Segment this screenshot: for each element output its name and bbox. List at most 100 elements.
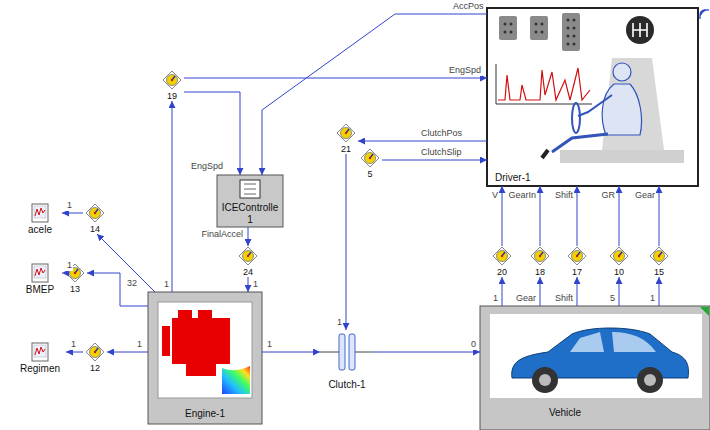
port-label: FinalAccel (200, 230, 244, 240)
sensor-gauge: 15 (647, 246, 671, 277)
port-label: 0 (470, 340, 477, 350)
port-label: 1 (70, 340, 77, 350)
signal-wire (374, 352, 480, 353)
callout-number: 20 (497, 267, 507, 277)
vehicle-block: Vehicle (480, 306, 710, 430)
port-label: 32 (126, 279, 138, 289)
signal-wire (262, 352, 320, 353)
vehicle-illustration (480, 306, 710, 430)
clutch-symbol (320, 334, 374, 370)
driver-illustration (487, 8, 709, 186)
port-label: Gear (515, 294, 537, 304)
signal-wire (262, 14, 487, 175)
signal-wire (172, 101, 173, 292)
callout-number: 21 (341, 144, 351, 154)
sensor-gauge: 10 (607, 246, 631, 277)
port-label: 1 (66, 261, 73, 271)
sensor-gauge: 19 (160, 70, 184, 101)
signal-wire (358, 141, 487, 142)
signal-wire (659, 277, 660, 306)
node-label: 1 (247, 214, 253, 226)
port-label: ClutchSlip (420, 148, 463, 158)
signal-wire (540, 186, 541, 246)
port-label: ClutchPos (420, 129, 463, 139)
port-label: 1 (252, 280, 259, 290)
callout-number: 13 (70, 284, 80, 294)
clutch-block: Clutch-1 (320, 330, 374, 390)
node-label: Clutch-1 (328, 379, 365, 391)
node-label: Engine-1 (185, 408, 225, 420)
signal-wire (62, 213, 83, 214)
signal-wire (577, 277, 578, 306)
sensor-gauge: 17 (565, 246, 589, 277)
signal-wire (66, 352, 83, 353)
signal-wire (184, 92, 240, 175)
callout-number: 14 (90, 224, 100, 234)
port-label: GR (601, 191, 617, 201)
monitor-plot: acele (18, 203, 62, 235)
port-label: Shift (554, 191, 574, 201)
callout-number: 18 (535, 267, 545, 277)
node-label: BMEP (26, 284, 54, 296)
sensor-gauge: 12 (83, 342, 107, 373)
port-label: 1 (492, 294, 499, 304)
port-label: GearIn (507, 191, 537, 201)
port-label: EngSpd (448, 66, 482, 76)
sensor-gauge: 5 (358, 148, 382, 179)
port-label: AccPos (452, 2, 485, 12)
sensor-gauge: 14 (83, 203, 107, 234)
node-label: ICEControlle (222, 202, 279, 214)
node-label: acele (28, 224, 52, 236)
callout-number: 24 (243, 267, 253, 277)
port-label: 5 (609, 294, 616, 304)
signal-wire (502, 186, 503, 246)
signal-wire (346, 154, 347, 330)
node-label: Driver-1 (495, 172, 531, 184)
signal-wire (619, 186, 620, 246)
sensor-gauge: 20 (490, 246, 514, 277)
signal-wire (248, 227, 249, 246)
sensor-gauge: 24 (236, 246, 260, 277)
driver-block: Driver-1 (487, 8, 698, 186)
sensor-gauge: 21 (334, 123, 358, 154)
monitor-plot: BMEP (18, 263, 62, 295)
engine-block: Engine-1 (148, 292, 262, 424)
signal-wire (619, 277, 620, 306)
signal-wire (184, 78, 487, 79)
port-label: 1 (336, 318, 343, 328)
signal-wire (62, 273, 63, 274)
port-label: EngSpd (190, 162, 224, 172)
monitor-plot: Regimen (14, 342, 66, 374)
signal-wire (248, 277, 249, 292)
node-label: Regimen (20, 363, 60, 375)
signal-wire (502, 277, 503, 306)
controller-block: ICEControlle1 (217, 175, 283, 227)
sensor-icons (66, 71, 668, 361)
port-label: 1 (66, 201, 73, 211)
node-label: Vehicle (549, 407, 581, 419)
engine-illustration (148, 292, 262, 424)
signal-wire (107, 352, 148, 353)
signal-wire (97, 234, 155, 292)
signal-wire (659, 186, 660, 246)
callout-number: 19 (167, 91, 177, 101)
signal-wire (87, 273, 148, 306)
callout-number: 17 (572, 267, 582, 277)
callout-number: 10 (614, 267, 624, 277)
port-label: V (491, 191, 499, 201)
callout-number: 5 (367, 169, 372, 179)
port-label: 1 (649, 294, 656, 304)
signal-wire (382, 160, 487, 161)
port-label: Shift (554, 294, 574, 304)
signal-wire (540, 277, 541, 306)
port-label: Gear (634, 191, 656, 201)
controller-block (217, 175, 283, 227)
callout-number: 12 (90, 363, 100, 373)
callout-number: 15 (654, 267, 664, 277)
port-label: 1 (266, 340, 273, 350)
sensor-gauge: 18 (528, 246, 552, 277)
signal-wire (577, 186, 578, 246)
